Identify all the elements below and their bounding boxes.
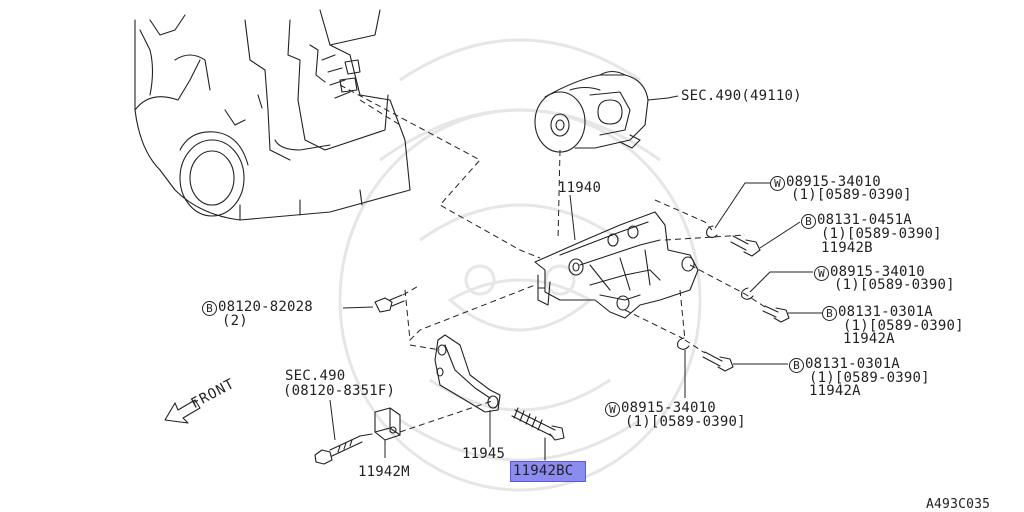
label-11940: 11940 bbox=[558, 180, 602, 196]
washer-1 bbox=[706, 225, 718, 239]
bl-code: 08120-82028 bbox=[218, 299, 313, 315]
front-arrow bbox=[164, 399, 201, 424]
label-11945: 11945 bbox=[462, 446, 506, 462]
b-symbol: B bbox=[202, 301, 217, 316]
bolt-sec490 bbox=[314, 433, 373, 465]
w3-code: 08915-34010 bbox=[621, 400, 716, 416]
bracket-11940 bbox=[534, 211, 699, 319]
power-steering-pump bbox=[534, 70, 669, 153]
bolt-11942A-2 bbox=[702, 351, 734, 372]
washer-2 bbox=[741, 287, 754, 300]
label-sec490-pump: SEC.490(49110) bbox=[681, 88, 802, 104]
reference-code: A493C035 bbox=[926, 497, 991, 512]
selected-part-highlight[interactable] bbox=[510, 461, 586, 482]
w1-code: 08915-34010 bbox=[786, 174, 881, 190]
b1-part: 11942B bbox=[821, 240, 873, 256]
b-symbol: B bbox=[801, 214, 816, 229]
w3-qty: (1)[0589-0390] bbox=[625, 414, 746, 430]
bolt-11942B bbox=[730, 235, 761, 257]
b3-part: 11942A bbox=[809, 383, 861, 399]
label-11942BC[interactable]: 11942BC bbox=[513, 463, 574, 479]
w2-code: 08915-34010 bbox=[830, 264, 925, 280]
b1-qty: (1)[0589-0390] bbox=[821, 226, 942, 242]
assembly-lines bbox=[339, 84, 766, 433]
b3-qty: (1)[0589-0390] bbox=[809, 370, 930, 386]
spacer-11942M bbox=[374, 407, 401, 441]
b3-code: 08131-0301A bbox=[805, 356, 900, 372]
w2-qty: (1)[0589-0390] bbox=[834, 277, 955, 293]
bl-qty: (2) bbox=[222, 313, 248, 329]
b1-code: 08131-0451A bbox=[817, 212, 912, 228]
label-sec490: SEC.490 bbox=[285, 368, 346, 384]
label-11942M: 11942M bbox=[358, 464, 410, 480]
b-symbol: B bbox=[822, 306, 837, 321]
label-sec490-code: (08120-8351F) bbox=[283, 383, 396, 399]
w-symbol: W bbox=[814, 266, 829, 281]
b2-code: 08131-0301A bbox=[838, 304, 933, 320]
washer-3 bbox=[677, 337, 690, 350]
b2-part: 11942A bbox=[843, 331, 895, 347]
b-symbol: B bbox=[789, 358, 804, 373]
bolt-left bbox=[374, 294, 405, 313]
engine-block bbox=[134, 9, 411, 221]
bolt-11942A-1 bbox=[762, 305, 790, 323]
bolt-11942BC bbox=[511, 407, 565, 461]
leader-lines bbox=[329, 95, 822, 458]
b2-qty: (1)[0589-0390] bbox=[843, 318, 964, 334]
w-symbol: W bbox=[605, 402, 620, 417]
w1-qty: (1)[0589-0390] bbox=[791, 187, 912, 203]
w-symbol: W bbox=[770, 176, 785, 191]
